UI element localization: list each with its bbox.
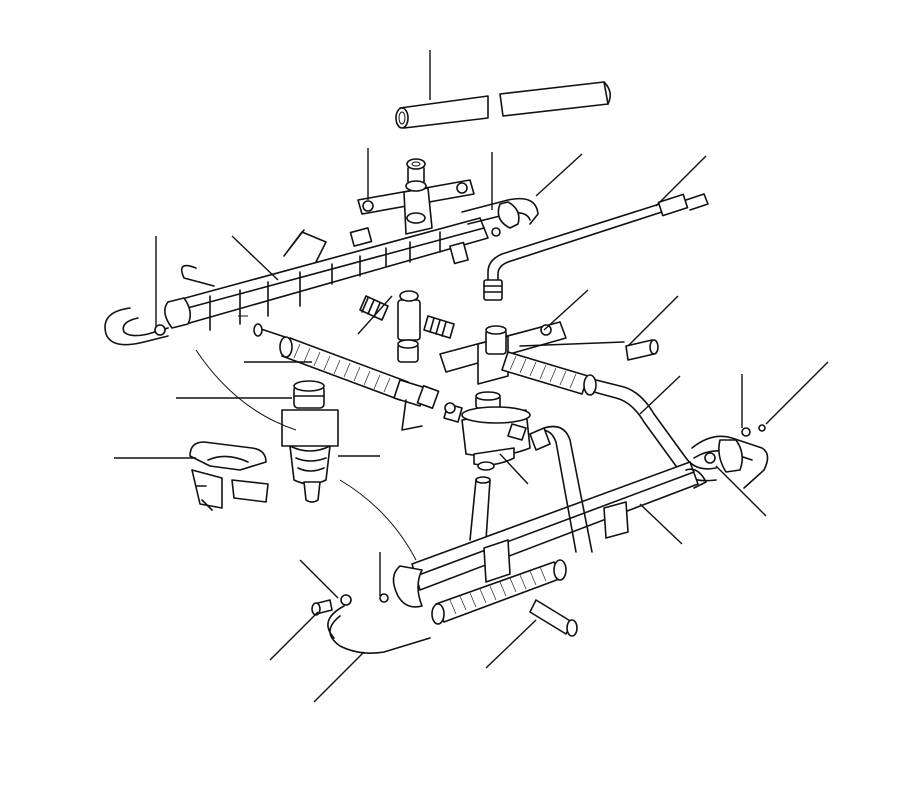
fuel-rail-front	[392, 424, 769, 608]
leader-feed-pipe	[655, 155, 707, 207]
leader-return-pipe-lower	[313, 651, 365, 703]
leader-washer-lower	[299, 559, 339, 599]
leader-lines	[114, 50, 829, 703]
leader-rail-end-top	[535, 153, 583, 197]
leader-bolt-lower	[269, 611, 319, 661]
leader-regulator	[499, 453, 529, 485]
braided-fuel-hose-upper	[253, 323, 440, 431]
leader-hose-right-end	[627, 295, 679, 347]
leader-hose-lower	[485, 619, 537, 669]
leader-rail-front	[639, 503, 683, 545]
leader-return-pipe	[639, 375, 681, 415]
fuel-injector	[281, 380, 339, 503]
mounting-bracket-center	[439, 321, 567, 385]
mounting-bracket	[357, 158, 475, 235]
leader-rail-end-right	[715, 465, 767, 517]
leader-rail-rear	[231, 235, 279, 281]
braided-fuel-hose-right	[501, 339, 717, 482]
vacuum-hose-top	[395, 81, 612, 129]
leader-t-connector	[357, 295, 393, 335]
guide-lines	[195, 315, 417, 561]
leader-bracket-center	[543, 289, 589, 331]
injector-clip	[189, 441, 269, 511]
fuel-pressure-regulator	[443, 391, 531, 471]
fuel-rail-rear	[104, 197, 539, 346]
fuel-pipe-feed	[483, 193, 709, 301]
t-connector	[359, 290, 455, 363]
leader-bolt-right	[765, 361, 829, 425]
braided-fuel-hose-lower	[431, 425, 593, 625]
vacuum-hose-bottom	[469, 476, 491, 541]
fuel-pipe-return	[311, 593, 578, 654]
